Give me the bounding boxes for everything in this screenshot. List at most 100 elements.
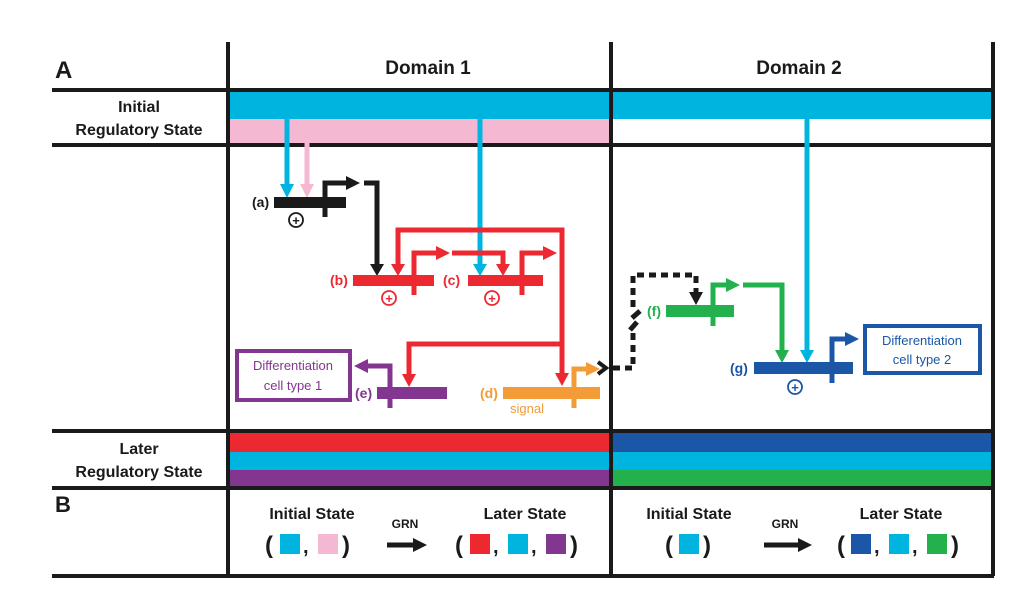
gene-d: (d) signal [480, 362, 600, 416]
b-d1-later-close-paren: ) [570, 532, 578, 559]
gene-g-activation-plus-icon [787, 379, 803, 395]
panel-b-domain1: Initial State Later State GRN ( , ) ( , … [265, 506, 578, 559]
signal-edge-d-to-f [596, 272, 703, 376]
domain1-later-cyan-band [229, 452, 610, 470]
gene-c-promoter-arrow-icon [543, 246, 557, 260]
gene-b-bar [353, 275, 434, 286]
domain1-title: Domain 1 [385, 58, 471, 79]
gene-g-promoter [829, 336, 847, 383]
domain2-initial-cyan-band [612, 92, 992, 119]
domain1-initial-pink-band [229, 119, 610, 143]
b-d1-init-comma: , [303, 536, 309, 558]
differentiation-cell-type-2-box: Differentiation cell type 2 [863, 324, 982, 375]
gene-g: (g) + [730, 332, 859, 395]
signal-receptor-icon [596, 360, 610, 376]
b-d2-later-comma-1: , [874, 536, 880, 558]
gene-g-label: (g) [730, 360, 748, 376]
pink-input-to-a [300, 143, 314, 198]
panel-a-label: A [55, 57, 72, 84]
b-d2-later-close-paren: ) [951, 532, 959, 559]
output-box-1-line1: Differentiation [253, 358, 333, 373]
gene-a-label: (a) [252, 194, 269, 210]
b-d1-later-swatch-red [470, 534, 490, 554]
plus-glyph: + [385, 291, 393, 306]
gene-e-promoter [366, 363, 393, 408]
b-d2-grn-label: GRN [772, 517, 799, 531]
gene-e-bar [377, 387, 447, 399]
gene-d-promoter-arrow-icon [586, 362, 600, 376]
edge-c-feedback-to-b [391, 227, 565, 276]
domain1-initial-cyan-band [229, 92, 610, 119]
b-d1-init-swatch-cyan [280, 534, 300, 554]
gene-f: (f) [647, 278, 740, 326]
b-d2-later-title: Later State [860, 506, 943, 523]
b-d2-later-swatch-cyan [889, 534, 909, 554]
gene-d-bar [503, 387, 600, 399]
domain2-title: Domain 2 [756, 58, 842, 79]
gene-c-label: (c) [443, 272, 460, 288]
b-d2-later-comma-2: , [912, 536, 918, 558]
edge-f-to-g [743, 282, 789, 363]
b-d2-init-swatch-cyan [679, 534, 699, 554]
gene-d-signal-label: signal [510, 401, 544, 416]
b-d1-grn-label: GRN [392, 517, 419, 531]
initial-state-label-line2: Regulatory State [75, 122, 202, 139]
gene-g-bar [754, 362, 853, 374]
domain1-later-purple-band [229, 470, 610, 486]
b-d2-grn-arrow-icon [764, 538, 812, 552]
b-d1-later-swatch-purple [546, 534, 566, 554]
gene-a: (a) + [252, 176, 360, 228]
b-d1-later-comma-2: , [531, 536, 537, 558]
initial-state-bands [229, 92, 992, 143]
b-d1-init-close-paren: ) [342, 532, 350, 559]
b-d2-later-open-paren: ( [837, 532, 845, 559]
b-d2-init-close-paren: ) [703, 532, 711, 559]
panel-b-domain2: Initial State Later State GRN ( ) ( , , … [646, 506, 959, 559]
gene-a-promoter-arrow-icon [346, 176, 360, 190]
gene-f-promoter [710, 282, 728, 326]
cyan-input-to-a [280, 119, 294, 198]
b-d2-later-swatch-blue [851, 534, 871, 554]
gene-f-label: (f) [647, 303, 661, 319]
b-d2-initial-title: Initial State [646, 506, 731, 523]
gene-e-promoter-arrow-icon [354, 359, 368, 373]
later-state-label-line1: Later [119, 441, 158, 458]
gene-b-promoter-arrow-icon [436, 246, 450, 260]
gene-g-promoter-arrow-icon [845, 332, 859, 346]
gene-a-bar [274, 197, 346, 208]
b-d1-later-swatch-cyan [508, 534, 528, 554]
b-d2-later-swatch-green [927, 534, 947, 554]
gene-f-promoter-arrow-icon [726, 278, 740, 292]
b-d1-later-comma-1: , [493, 536, 499, 558]
plus-glyph: + [488, 291, 496, 306]
gene-b-label: (b) [330, 272, 348, 288]
output-box-2-line1: Differentiation [882, 333, 962, 348]
later-state-bands [229, 433, 992, 486]
b-d1-init-open-paren: ( [265, 532, 273, 559]
later-state-label-line2: Regulatory State [75, 464, 202, 481]
domain2-later-green-band [612, 470, 992, 486]
b-d1-initial-title: Initial State [269, 506, 354, 523]
cyan-input-to-c [473, 119, 487, 276]
gene-d-promoter [571, 366, 588, 408]
gene-b-activation-plus-icon [381, 290, 397, 306]
gene-d-label: (d) [480, 385, 498, 401]
b-d1-init-swatch-pink [318, 534, 338, 554]
domain1-later-red-band [229, 433, 610, 452]
b-d1-grn-arrow-icon [387, 538, 427, 552]
gene-e: (e) [354, 359, 447, 408]
gene-b: (b) + [330, 246, 450, 306]
gene-c-activation-plus-icon [484, 290, 500, 306]
edge-c-to-d [555, 253, 569, 386]
gene-a-activation-plus-icon [288, 212, 304, 228]
b-d2-init-open-paren: ( [665, 532, 673, 559]
gene-c: (c) + [443, 246, 557, 306]
domain2-later-cyan-band [612, 452, 992, 470]
gene-a-promoter [322, 180, 348, 217]
cyan-input-to-g [800, 119, 814, 363]
gene-b-promoter [411, 250, 438, 295]
edge-c-to-e [402, 341, 562, 387]
differentiation-cell-type-1-box: Differentiation cell type 1 [235, 349, 352, 402]
gene-c-promoter [519, 250, 545, 295]
